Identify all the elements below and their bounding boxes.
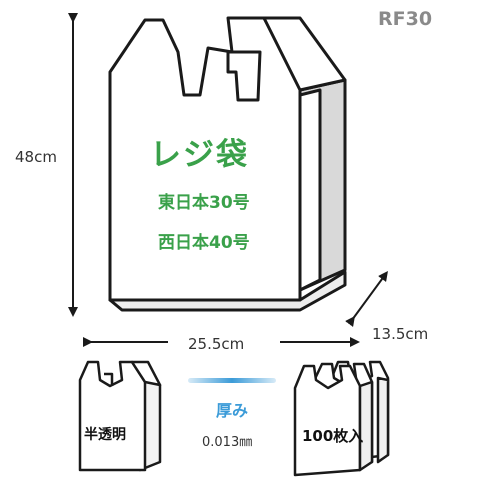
main-bag-illustration	[108, 16, 347, 312]
bag-stack-icon	[293, 360, 390, 477]
size-east-label: 東日本30号	[158, 193, 250, 213]
thickness-label: 厚み	[216, 401, 249, 420]
size-west-label: 西日本40号	[158, 233, 250, 253]
count-label: 100枚入	[302, 427, 364, 445]
depth-arrow	[345, 270, 388, 327]
translucent-label: 半透明	[84, 427, 126, 443]
thickness-bar	[188, 378, 276, 383]
product-code: RF30	[378, 8, 433, 30]
depth-label: 13.5cm	[372, 325, 429, 343]
bag-title: レジ袋	[150, 137, 249, 173]
thickness-value: 0.013㎜	[202, 435, 253, 450]
bag-back-handle	[262, 16, 347, 92]
width-label: 25.5cm	[188, 335, 245, 353]
height-label: 48cm	[15, 148, 57, 166]
translucent-bag-icon	[78, 360, 162, 472]
